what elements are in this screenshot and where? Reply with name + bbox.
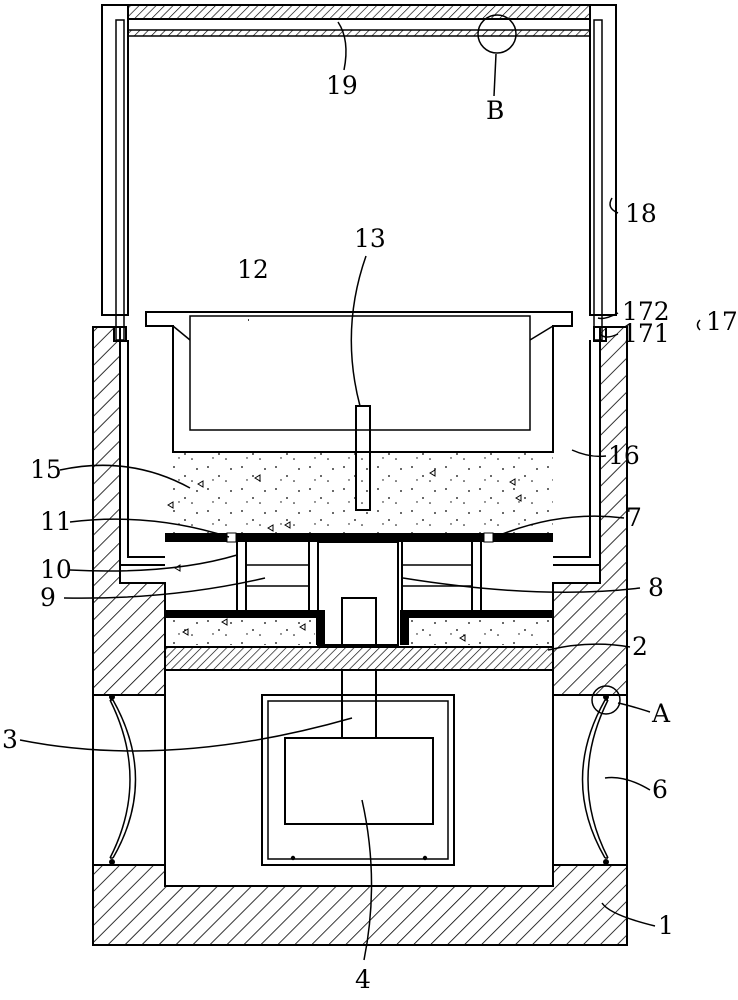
label-18: 18	[625, 199, 657, 228]
label-171: 171	[622, 319, 670, 348]
label-16: 16	[608, 441, 640, 470]
label-2: 2	[632, 632, 648, 661]
label-a: A	[651, 699, 671, 728]
label-11: 11	[40, 507, 72, 536]
top-cover	[127, 4, 591, 312]
detail-circle-a	[591, 685, 621, 715]
right-side-window	[552, 694, 628, 866]
base-housing	[92, 326, 628, 946]
label-10: 10	[40, 555, 72, 584]
seal-right	[483, 532, 494, 543]
piston-assembly	[165, 532, 553, 646]
label-12: 12	[237, 255, 269, 284]
leader-lines	[19, 21, 701, 961]
seal-left	[226, 532, 237, 543]
label-172: 172	[622, 297, 670, 326]
label-15: 15	[30, 455, 62, 484]
label-b: B	[486, 96, 504, 125]
drive-shaft	[341, 669, 377, 739]
label-7: 7	[626, 503, 642, 532]
tray	[145, 311, 573, 453]
left-side-window	[92, 694, 166, 866]
labels: 19 B 18 13 12 172 171 17 16 15 11 7 10 8…	[2, 71, 738, 994]
motor-housing	[261, 694, 455, 866]
label-19: 19	[326, 71, 358, 100]
label-4: 4	[355, 965, 371, 994]
rail-block-right	[593, 326, 607, 342]
detail-circle-b	[477, 14, 517, 54]
label-8: 8	[648, 573, 664, 602]
housing-inner-chamber	[164, 669, 554, 887]
granular-fill	[165, 453, 553, 533]
support-plate	[164, 646, 554, 671]
label-6: 6	[652, 775, 668, 804]
housing-bottom-block	[92, 864, 628, 946]
label-3: 3	[2, 725, 18, 754]
label-1: 1	[658, 911, 674, 940]
rail-block-left	[113, 326, 127, 342]
label-9: 9	[40, 583, 56, 612]
label-13: 13	[354, 224, 386, 253]
label-17: 17	[706, 307, 738, 336]
